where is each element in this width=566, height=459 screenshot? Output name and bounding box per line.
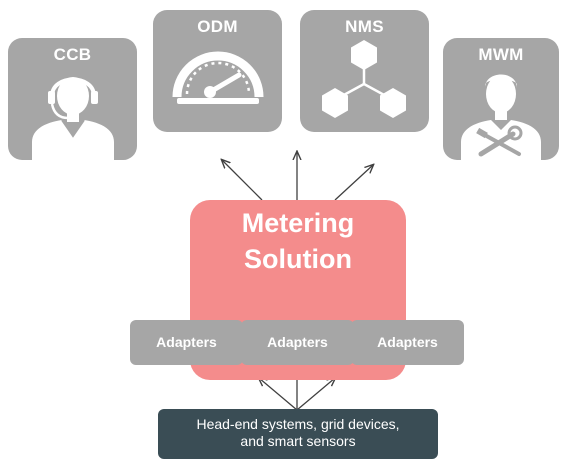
- tile-label: CCB: [53, 45, 92, 64]
- metering-solution-title: Metering Solution: [241, 208, 355, 274]
- adapter-box-3: Adapters: [351, 320, 464, 365]
- arrow-from-source-right: [296, 378, 335, 411]
- adapter-box-1: Adapters: [130, 320, 243, 365]
- tile-label: NMS: [345, 17, 384, 36]
- arrow-to-odm: [222, 160, 263, 201]
- consumer-tile-ccb: CCB: [8, 38, 137, 160]
- consumer-tile-nms: NMS: [300, 10, 429, 132]
- consumer-tile-odm: ODM: [153, 10, 282, 132]
- data-source-box: Head-end systems, grid devices, and smar…: [158, 409, 438, 459]
- adapter-box-2: Adapters: [241, 320, 354, 365]
- tile-label: MWM: [478, 45, 524, 64]
- network-hexagons-icon: [322, 40, 406, 118]
- headset-agent-icon: [32, 77, 114, 160]
- tile-label: ODM: [197, 17, 238, 36]
- speedometer-icon: [172, 51, 264, 104]
- field-worker-tools-icon: [461, 74, 541, 160]
- consumer-tile-mwm: MWM: [443, 38, 559, 160]
- arrow-from-source-left: [259, 378, 298, 411]
- arrow-to-nms: [334, 165, 373, 201]
